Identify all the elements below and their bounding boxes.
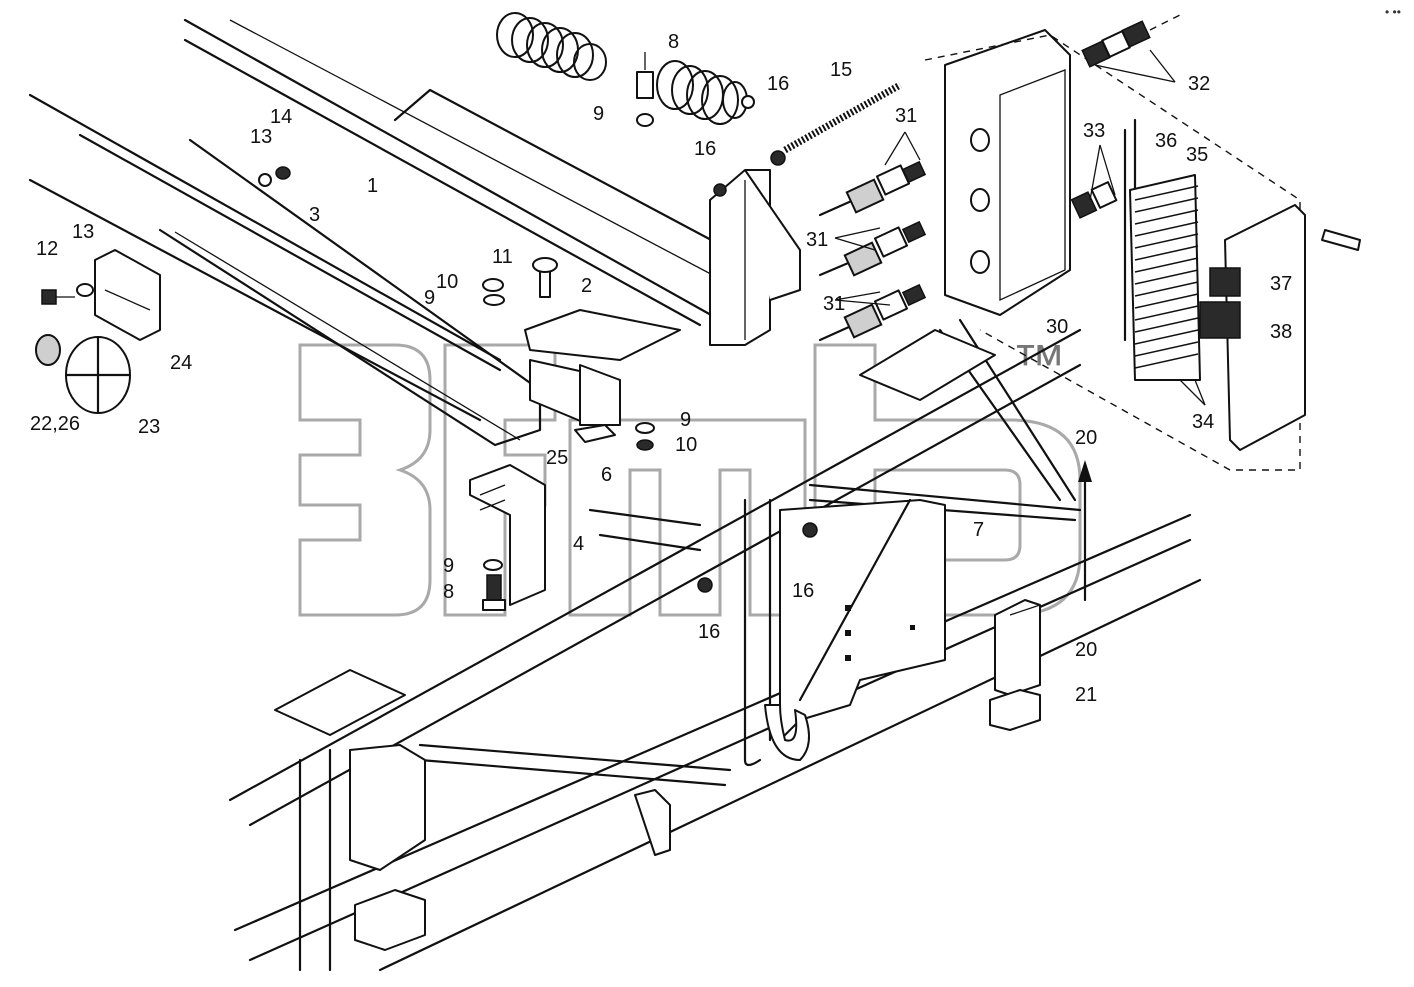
callout-13-left: 13 [72,221,94,243]
callout-9-mid: 9 [424,287,435,309]
tag-21 [989,689,1041,731]
watermark-logo: ™ [298,334,1082,617]
mount-bracket-2 [524,309,681,443]
callout-32: 32 [1188,73,1210,95]
callout-30: 30 [1046,316,1068,338]
hook [764,704,810,761]
callout-20-upper: 20 [1075,427,1097,449]
callout-16-mid: 16 [694,138,716,160]
terminal-block [1070,118,1201,381]
callout-34: 34 [1192,411,1214,433]
callout-37: 37 [1270,273,1292,295]
callout-16-top: 16 [767,73,789,95]
lower-bracket-box [274,329,996,951]
callout-31-top: 31 [895,105,917,127]
callout-9-low: 9 [443,555,454,577]
gland-fitting [1081,14,1181,68]
callout-4: 4 [573,533,584,555]
washers-nuts [76,71,818,593]
callout-31-low: 31 [823,293,845,315]
corner-mark: • •• [1385,5,1401,19]
callout-20-lower: 20 [1075,639,1097,661]
callout-1: 1 [367,175,378,197]
callout-9-right: 9 [680,409,691,431]
callout-35: 35 [1186,144,1208,166]
callout-12: 12 [36,238,58,260]
callout-38: 38 [1270,321,1292,343]
cable-connectors [818,160,927,342]
callout-22-26: 22,26 [30,413,80,435]
callout-23: 23 [138,416,160,438]
callout-7: 7 [973,519,984,541]
callout-8-top: 8 [668,31,679,53]
reflector-lamp [35,334,131,414]
cover-plate [1199,204,1361,451]
vertical-plate-7 [779,498,946,741]
tag-20 [994,599,1041,696]
boom-frame [28,18,1202,972]
watermark-tm: ™ [1012,334,1066,394]
leader-lines [644,49,1206,406]
callout-14: 14 [270,106,292,128]
callout-36: 36 [1155,130,1177,152]
callout-10-right: 10 [675,434,697,456]
callout-9-top: 9 [593,103,604,125]
callout-15: 15 [830,59,852,81]
callout-labels: 8 9 16 15 16 31 31 31 32 33 36 35 37 38 … [30,31,1292,706]
callout-2: 2 [581,275,592,297]
arrow-20-head [1078,460,1092,482]
callout-16-left: 16 [698,621,720,643]
callout-8-low: 8 [443,581,454,603]
callout-3: 3 [309,204,320,226]
callout-25: 25 [546,447,568,469]
callout-21: 21 [1075,684,1097,706]
lamp-bracket [94,249,161,341]
callout-6: 6 [601,464,612,486]
callout-11: 11 [492,246,513,268]
bolt-8-lower [482,574,506,611]
upper-mount-bracket [709,169,801,346]
callout-33: 33 [1083,120,1105,142]
callout-16-right: 16 [792,580,814,602]
callout-24: 24 [170,352,192,374]
callout-10-top: 10 [436,271,458,293]
bolt-12 [41,289,75,305]
callout-13-top: 13 [250,126,272,148]
threaded-rod [783,81,902,154]
mount-bracket-4 [469,464,546,606]
spring-assembly [496,12,755,125]
callout-31-mid: 31 [806,229,828,251]
